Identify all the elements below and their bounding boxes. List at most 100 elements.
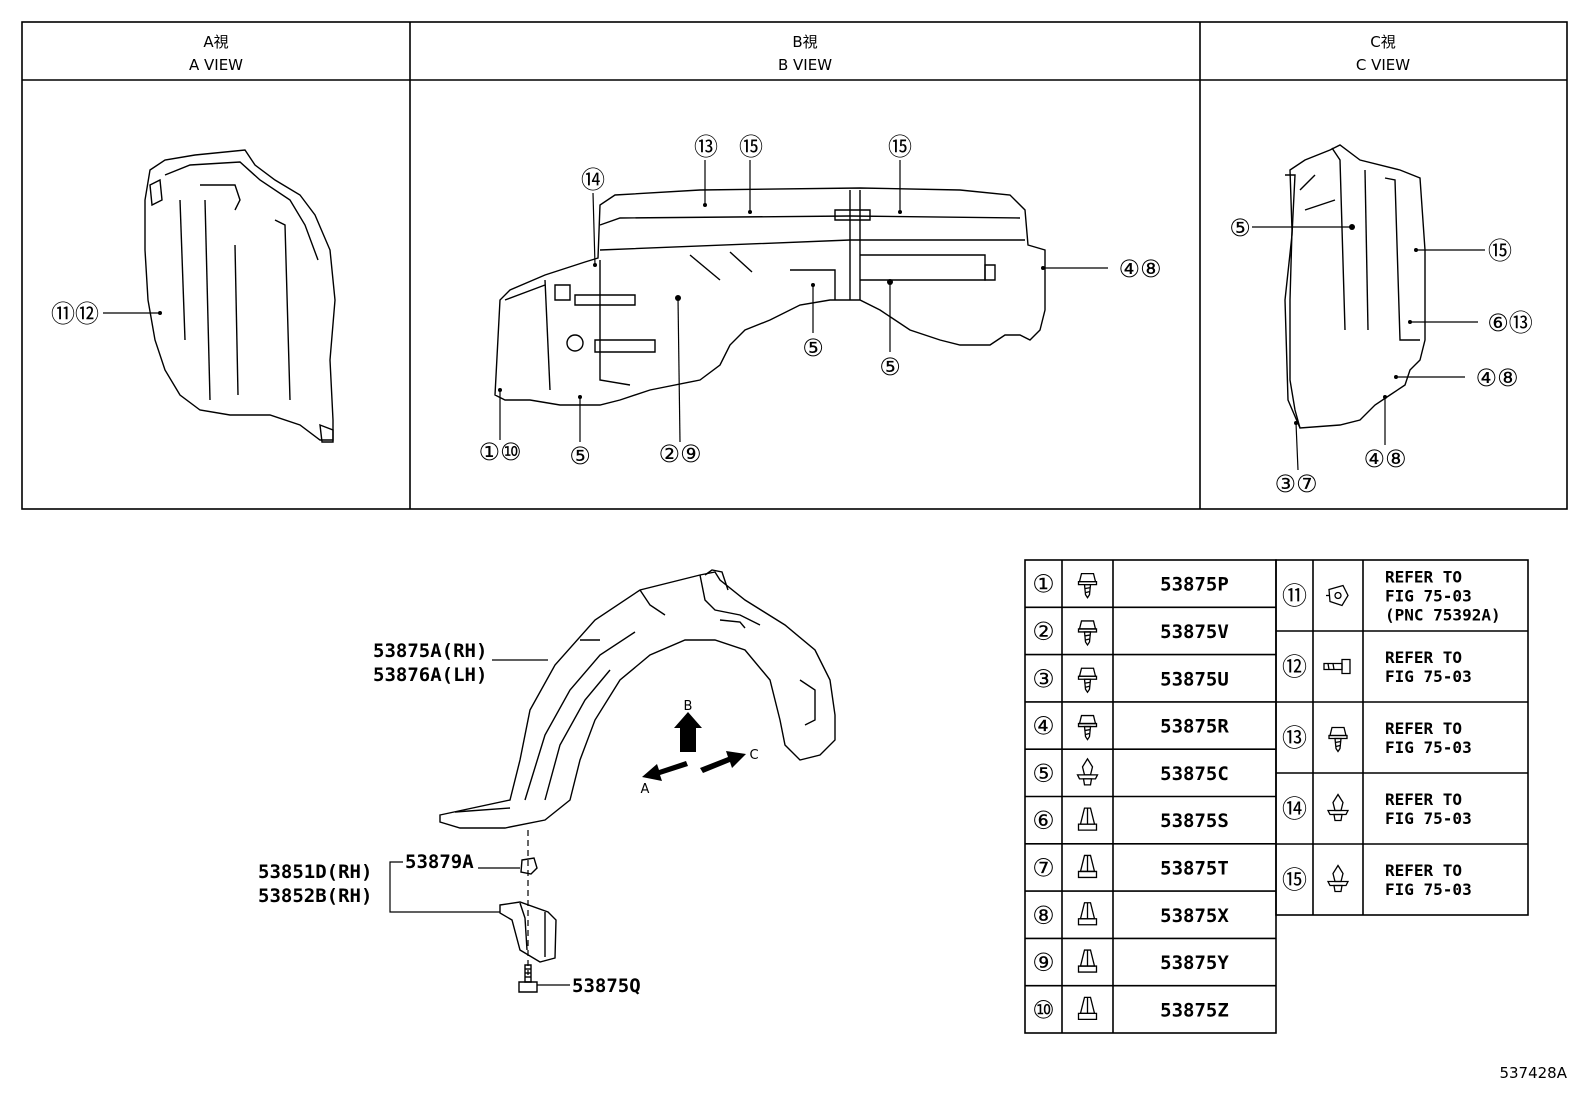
view-c-points [1294,224,1418,425]
reference-text: FIG 75-03 [1385,809,1472,828]
bracket-drawing [499,901,557,963]
callout-5-b-center: ⑤ [802,334,824,362]
part-number: 53875X [1160,905,1229,927]
callout-2-9-b: ②⑨ [658,440,701,468]
grommet-icon [1077,854,1098,879]
nut-drawing [520,857,538,875]
grommet-icon [1077,949,1098,973]
view-panels [21,21,1568,510]
table-left-grid [1024,559,1277,1034]
callout-13-b: ⑬ [694,133,718,161]
figure-id: 537428A [1499,1064,1567,1082]
reference-text: REFER TO [1385,790,1462,809]
reference-text: FIG 75-03 [1385,587,1472,606]
callout-4-8-c-upper: ④⑧ [1475,364,1518,392]
label-bolt: 53875Q [572,975,641,997]
row-number: ⑫ [1282,653,1307,682]
reference-text: FIG 75-03 [1385,880,1472,899]
view-c-title-en: C VIEW [1356,56,1410,74]
table-row: ④ 53875R [1032,712,1229,741]
part-number: 53875C [1160,763,1229,785]
view-c-title-jp: C視 [1370,33,1395,51]
bolt-drawing [518,964,538,993]
label-liner-rh: 53875A(RH) [373,640,487,662]
table-right-grid [1275,559,1529,916]
arrow-b-icon [674,712,702,752]
grommet-icon [1077,902,1098,926]
view-b-leaders [499,160,1108,443]
part-number: 53875R [1160,716,1229,738]
screw-icon [1328,726,1348,753]
reference-text: REFER TO [1385,568,1462,587]
part-number: 53875U [1160,668,1229,690]
reference-text: FIG 75-03 [1385,738,1472,757]
main-leaders [389,659,570,986]
screw-icon [1077,714,1098,741]
reference-text: REFER TO [1385,719,1462,738]
callout-4-8-b: ④⑧ [1118,255,1161,283]
part-number: 53875V [1160,621,1229,643]
view-a-point [158,311,162,315]
push-clip-icon [1326,793,1350,822]
fender-liner-drawing [439,569,836,829]
reference-text: FIG 75-03 [1385,667,1472,686]
row-number: ⑥ [1032,806,1054,835]
view-a-drawing [144,149,336,443]
part-number: 53875P [1160,574,1229,596]
view-b-points [498,203,1045,399]
callout-6-13-c: ⑥⑬ [1487,309,1533,337]
row-number: ④ [1032,712,1054,741]
bolt-icon [1323,658,1351,675]
callout-1-10-b: ①⑩ [478,438,521,466]
table-row: ② 53875V [1032,617,1229,647]
table-row: ⑤ 53875C [1032,757,1229,788]
row-number: ⑩ [1032,995,1054,1024]
row-number: ⑮ [1282,866,1307,895]
row-number: ⑬ [1282,724,1307,753]
callout-5-b-left: ⑤ [569,442,591,470]
callout-4-8-c-lower: ④⑧ [1363,445,1406,473]
row-number: ② [1032,617,1054,646]
row-number: ⑤ [1032,759,1054,788]
part-number: 53875Y [1160,952,1229,974]
arrow-a-icon [642,761,688,781]
view-headers: A視 A VIEW B視 B VIEW C視 C VIEW [189,33,1410,74]
arrow-a-label: A [641,782,650,797]
view-b-title-jp: B視 [792,33,817,51]
view-c-drawing [1284,144,1426,429]
label-bracket-rh-1: 53851D(RH) [258,861,372,883]
part-number: 53875S [1160,810,1229,832]
callout-5-c: ⑤ [1229,214,1251,242]
label-bracket-rh-2: 53852B(RH) [258,885,372,907]
arrow-c-label: C [749,748,758,763]
view-c-leaders [1252,226,1485,471]
label-liner-lh: 53876A(LH) [373,664,487,686]
callout-14-b: ⑭ [581,166,605,194]
part-number: 53875T [1160,857,1229,879]
view-b-title-en: B VIEW [778,56,832,74]
screw-icon [1077,573,1098,599]
callout-11-12: ⑪⑫ [51,300,99,328]
reference-text: REFER TO [1385,648,1462,667]
reference-text: REFER TO [1385,861,1462,880]
clip-icon [1326,584,1349,607]
row-number: ⑪ [1282,582,1307,611]
screw-icon [1077,620,1098,647]
push-clip-icon [1076,757,1099,786]
row-number: ⑭ [1282,795,1307,824]
grommet-icon [1077,807,1098,831]
view-direction-arrows: B C A [641,699,759,797]
callout-15-b-left: ⑮ [739,133,763,161]
